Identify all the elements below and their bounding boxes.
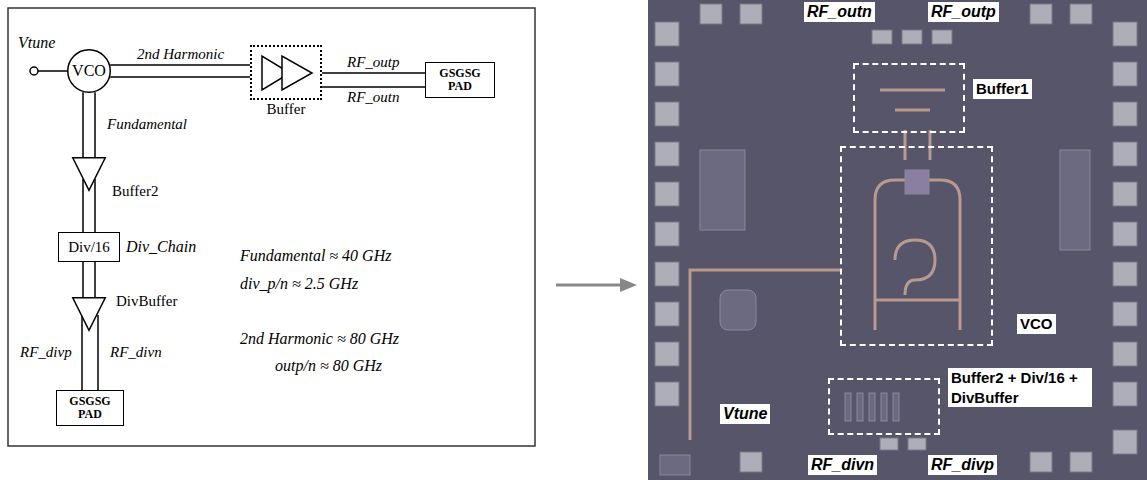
wire bbox=[322, 86, 425, 88]
die-region: Buffer1 bbox=[853, 63, 965, 133]
node-text: GSGSG PAD bbox=[61, 395, 119, 421]
pad-name: RF_outn bbox=[804, 2, 875, 22]
wire bbox=[81, 315, 83, 390]
pad-name: Vtune bbox=[720, 404, 770, 424]
wire bbox=[82, 179, 84, 232]
wire bbox=[82, 262, 84, 297]
pad-name: RF_divp bbox=[928, 455, 997, 475]
connector bbox=[322, 73, 425, 74]
triangle-outline bbox=[72, 157, 106, 191]
pad-box: GSGSG PAD bbox=[425, 62, 495, 98]
signal-label: RF_divn bbox=[110, 344, 162, 361]
connector bbox=[83, 92, 95, 157]
signal-label: Fundamental bbox=[107, 116, 187, 133]
node-text: GSGSG PAD bbox=[430, 67, 490, 93]
triangle-outline bbox=[72, 297, 106, 331]
signal-label: RF_divp bbox=[20, 344, 72, 361]
signal-label: 2nd Harmonic bbox=[137, 46, 224, 63]
signal-label: RF_outp bbox=[347, 54, 400, 71]
note: 2nd Harmonic ≈ 80 GHz bbox=[240, 330, 399, 348]
node-text: VCO bbox=[1017, 314, 1056, 334]
wire bbox=[94, 262, 96, 297]
circle-shape bbox=[68, 50, 111, 93]
wire bbox=[97, 315, 99, 390]
note: Fundamental ≈ 40 GHz bbox=[240, 247, 391, 265]
connector bbox=[322, 87, 425, 88]
connector bbox=[98, 315, 99, 390]
frame bbox=[8, 8, 535, 446]
note: outp/n ≈ 80 GHz bbox=[275, 357, 382, 375]
block-name: Div_Chain bbox=[126, 238, 196, 256]
die-photo bbox=[648, 0, 1147, 480]
wire bbox=[110, 76, 250, 78]
node-text: Buffer2 + Div/16 + DivBuffer bbox=[948, 368, 1092, 407]
pad-box: GSGSG PAD bbox=[56, 390, 124, 426]
connector bbox=[83, 262, 95, 297]
wire bbox=[82, 92, 84, 157]
node-text: Buffer bbox=[267, 101, 306, 118]
vtune-terminal bbox=[30, 67, 67, 75]
node-text: Buffer1 bbox=[973, 79, 1032, 99]
triangle-shape bbox=[73, 158, 106, 191]
die-region: Buffer2 + Div/16 + DivBuffer bbox=[828, 378, 940, 435]
pad-name: RF_outp bbox=[928, 2, 999, 22]
divider-box: Div/16 bbox=[58, 232, 120, 262]
signal-name: Vtune bbox=[18, 34, 55, 52]
node-text: DivBuffer bbox=[116, 293, 177, 310]
connector bbox=[82, 315, 83, 390]
buffer-box: Buffer bbox=[250, 45, 322, 100]
die-region: VCO bbox=[840, 146, 993, 346]
buffer-triangle: Buffer2 bbox=[72, 157, 106, 191]
buffer-triangle: DivBuffer bbox=[72, 297, 106, 331]
wire bbox=[94, 92, 96, 157]
note: div_p/n ≈ 2.5 GHz bbox=[240, 275, 358, 293]
node-text: VCO bbox=[72, 62, 106, 80]
wire bbox=[110, 64, 250, 66]
connector bbox=[110, 65, 250, 77]
wire bbox=[94, 179, 96, 232]
buffer-triangles bbox=[262, 56, 312, 90]
triangle-shape bbox=[73, 298, 106, 331]
node-text: Buffer2 bbox=[112, 183, 158, 200]
node-text: Div/16 bbox=[68, 239, 110, 256]
pad-name: RF_divn bbox=[808, 455, 877, 475]
transition-arrow bbox=[556, 278, 637, 292]
wire bbox=[322, 72, 425, 74]
vco-circle: VCO bbox=[67, 49, 111, 93]
signal-label: RF_outn bbox=[347, 89, 400, 106]
